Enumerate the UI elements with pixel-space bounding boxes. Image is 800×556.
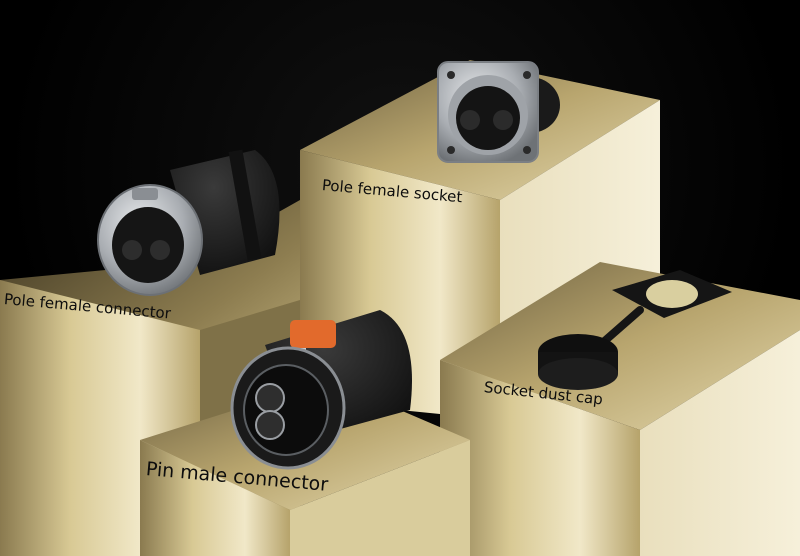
pedestal-right (440, 262, 800, 556)
pin-male-connector-product (230, 310, 412, 470)
latch-button (290, 320, 336, 348)
pole-female-connector-product (97, 149, 280, 296)
socket-dust-cap-product (538, 270, 732, 390)
pole-female-socket-product (437, 61, 560, 163)
